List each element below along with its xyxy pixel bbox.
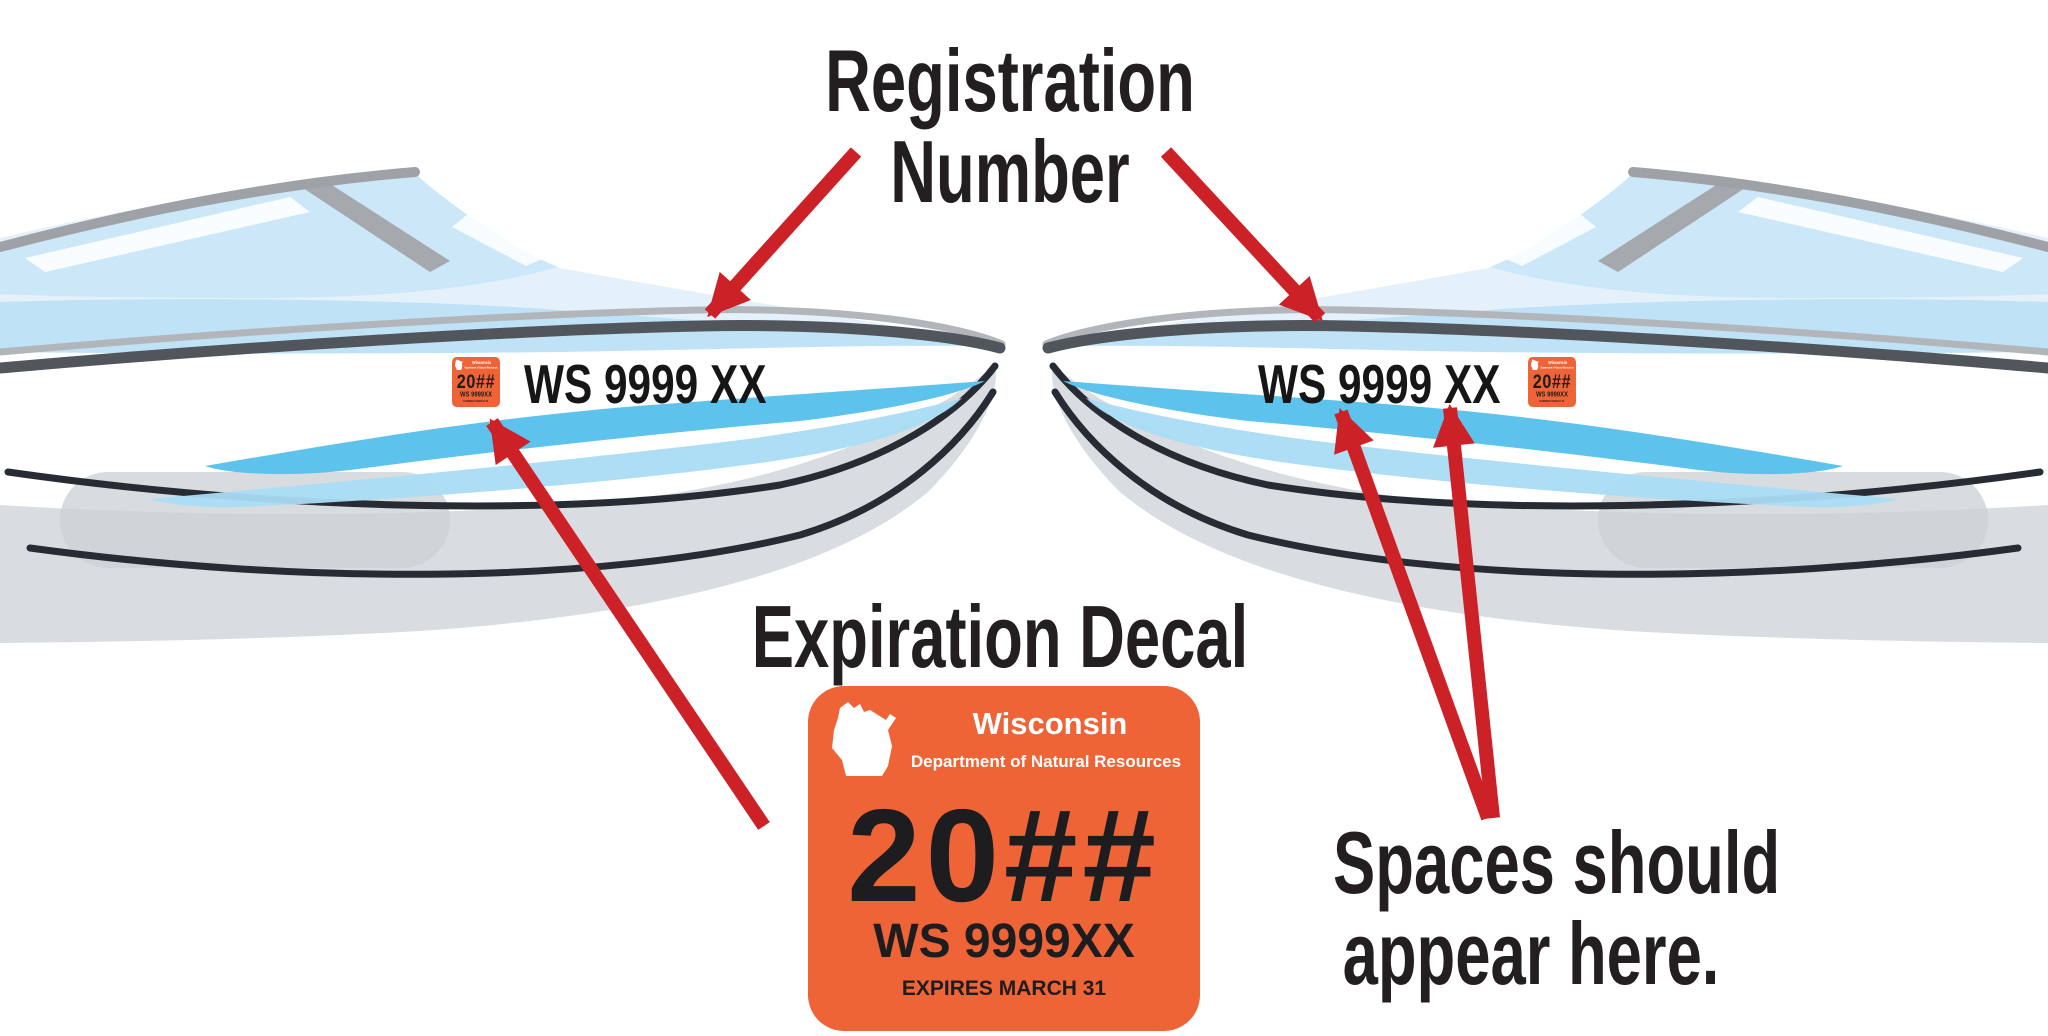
spaces-note-line2: appear here. <box>1342 903 1720 1003</box>
expiration-decal-label: Expiration Decal <box>751 587 1249 686</box>
decal-expiry-text: EXPIRES MARCH 31 <box>463 399 489 403</box>
boat-illustration-right <box>1044 172 2048 643</box>
decal-agency-name: Department of Natural Resources <box>464 366 498 370</box>
decal-year: 20## <box>847 782 1161 929</box>
left-boat-registration-number: WS 9999 XX <box>524 353 767 415</box>
decal-state-name: Wisconsin <box>472 359 492 365</box>
decal-agency-name: Department of Natural Resources <box>1540 366 1574 370</box>
arrow-to-mini-decal-icon <box>486 418 770 830</box>
arrow-to-first-space-icon <box>1334 408 1495 821</box>
expiration-decal: Wisconsin Department of Natural Resource… <box>808 686 1200 1031</box>
decal-year: 20## <box>456 370 496 393</box>
registration-number-label-line2: Number <box>890 121 1130 221</box>
decal-expiry-text: EXPIRES MARCH 31 <box>901 977 1107 1000</box>
callout-arrows <box>486 147 1500 830</box>
spaces-note-label: Spaces should appear here. <box>1333 813 1781 1003</box>
arrow-title-to-right-boat-icon <box>1160 147 1326 323</box>
decal-registration-number: WS 9999XX <box>873 915 1135 968</box>
arrow-title-to-left-boat-icon <box>704 147 862 319</box>
boat-illustration-left <box>0 172 1004 643</box>
right-boat-mini-decal: Wisconsin Department of Natural Resource… <box>1528 357 1576 407</box>
registration-number-label: Registration Number <box>758 31 1262 221</box>
wisconsin-state-icon <box>454 359 463 371</box>
decal-state-name: Wisconsin <box>972 706 1128 741</box>
decal-agency-name: Department of Natural Resources <box>910 752 1182 771</box>
wisconsin-state-icon <box>832 702 896 776</box>
decal-registration-number: WS 9999XX <box>1535 390 1568 398</box>
decal-year: 20## <box>1532 370 1572 393</box>
spaces-note-line1: Spaces should <box>1333 813 1781 912</box>
wisconsin-state-icon <box>1530 359 1539 371</box>
decal-state-name: Wisconsin <box>1548 359 1568 365</box>
arrow-to-second-space-icon <box>1433 403 1500 819</box>
right-boat-registration-number: WS 9999 XX <box>1258 353 1501 415</box>
left-boat-mini-decal: Wisconsin Department of Natural Resource… <box>452 357 500 407</box>
decal-expiry-text: EXPIRES MARCH 31 <box>1539 399 1565 403</box>
registration-number-label-line1: Registration <box>825 31 1195 130</box>
decal-registration-number: WS 9999XX <box>459 390 492 398</box>
